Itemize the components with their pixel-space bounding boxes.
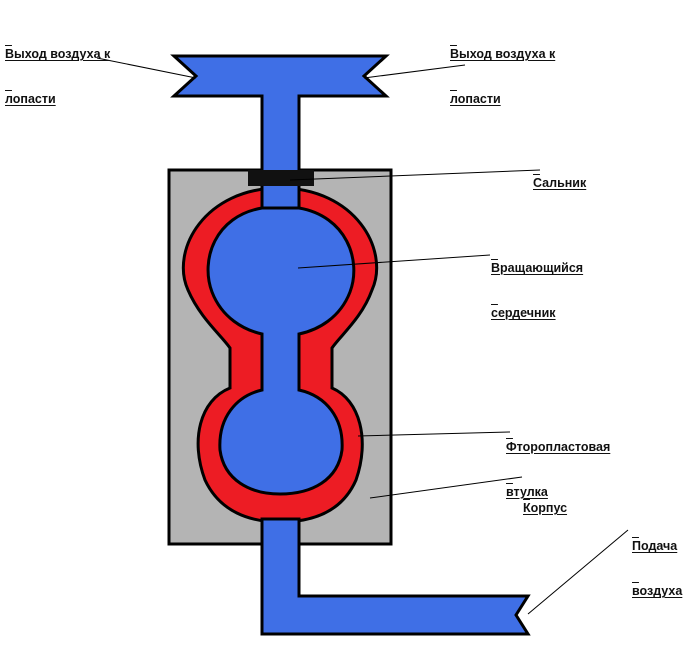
- leader-housing: [369, 476, 523, 499]
- label-outlet-right-line1: Выход воздуха к: [450, 47, 556, 61]
- label-housing-line1: Корпус: [523, 501, 568, 515]
- leader-inlet: [527, 529, 629, 615]
- leader-outlet-left: [96, 57, 197, 79]
- label-inlet: Подача воздуха: [632, 509, 682, 614]
- label-inlet-line2: воздуха: [632, 584, 683, 598]
- label-sleeve-line2: втулка: [506, 485, 548, 499]
- leader-outlet-right: [363, 64, 466, 79]
- label-seal-line1: Сальник: [533, 176, 587, 190]
- label-sleeve: Фторопластовая втулка: [506, 410, 610, 515]
- label-outlet-left-line2: лопасти: [5, 92, 56, 106]
- label-outlet-left-line1: Выход воздуха к: [5, 47, 111, 61]
- leader-rotor: [297, 254, 491, 269]
- seal: [248, 170, 314, 186]
- label-housing: Корпус: [523, 471, 567, 531]
- label-outlet-right: Выход воздуха к лопасти: [450, 17, 555, 122]
- inlet-pipe: [260, 517, 531, 636]
- label-outlet-left: Выход воздуха к лопасти: [5, 17, 110, 122]
- label-rotor-line2: сердечник: [491, 306, 556, 320]
- leader-sleeve: [357, 431, 511, 437]
- label-outlet-right-line2: лопасти: [450, 92, 501, 106]
- label-rotor: Вращающийся сердечник: [491, 231, 583, 336]
- label-inlet-line1: Подача: [632, 539, 678, 553]
- label-sleeve-line1: Фторопластовая: [506, 440, 611, 454]
- leader-seal: [289, 169, 541, 181]
- label-seal: Сальник: [533, 146, 586, 206]
- label-rotor-line1: Вращающийся: [491, 261, 584, 275]
- rotating-core: [206, 206, 356, 496]
